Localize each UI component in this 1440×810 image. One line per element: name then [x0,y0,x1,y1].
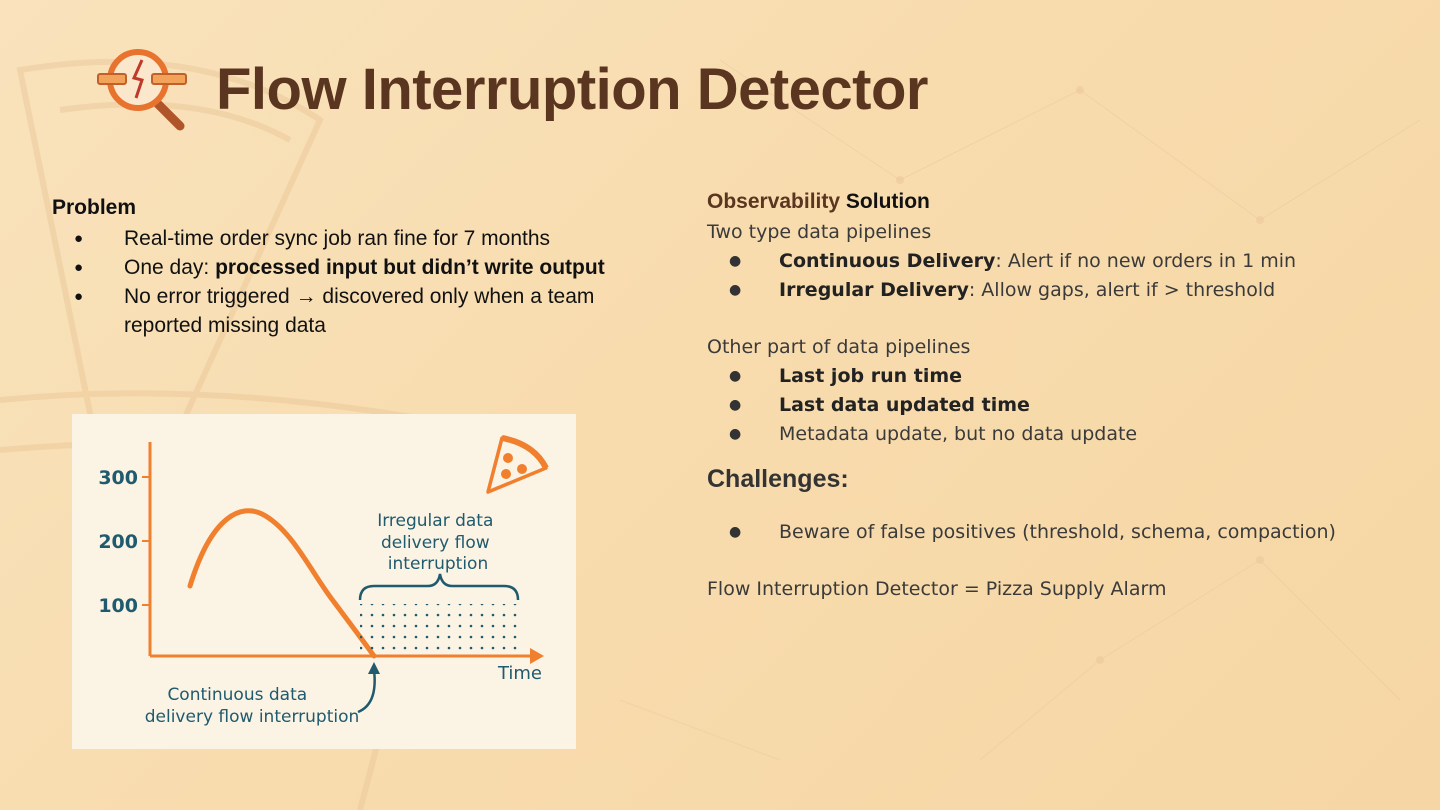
y-tick-label: 300 [98,467,138,489]
pipeline-part-text: Last data updated time [779,394,1030,416]
y-tick-label: 100 [98,595,138,617]
irregular-brace [358,573,520,601]
pizza-slice-icon [486,435,549,494]
problem-item: No error triggered → discovered only whe… [52,282,652,340]
pipeline-type-name: Continuous Delivery [779,250,996,272]
pipeline-part-item: Metadata update, but no data update [707,420,1407,449]
problem-item: Real-time order sync job ran fine for 7 … [52,224,652,253]
problem-item: One day: processed input but didn’t writ… [52,253,652,282]
problem-item-bold: processed input but didn’t write output [215,256,605,279]
continuous-label: Continuous data delivery flow interrupti… [145,685,360,727]
irregular-label-line: delivery flow [381,533,490,553]
problem-section: Problem Real-time order sync job ran fin… [52,196,652,340]
irregular-label-line: interruption [388,554,488,574]
continuous-label-line: delivery flow interruption [145,707,360,727]
pipeline-type-item: Irregular Delivery: Allow gaps, alert if… [707,276,1407,305]
pipeline-type-item: Continuous Delivery: Alert if no new ord… [707,247,1407,276]
challenge-item-text: Beware of false positives (threshold, sc… [779,521,1336,543]
pipeline-types-list: Continuous Delivery: Alert if no new ord… [707,247,1407,305]
irregular-label-line: Irregular data [377,511,493,531]
continuous-arrow [357,669,376,714]
broken-pipe-magnifier-icon [97,49,187,131]
problem-heading: Problem [52,196,137,219]
problem-item-prefix: One day: [124,256,216,279]
solution-heading: Observability Solution [707,190,1407,214]
irregular-label: Irregular data delivery flow interruptio… [377,511,499,574]
continuous-label-line: Continuous data [167,685,307,705]
flow-chart: 300 200 100 Irregular data delivery flow… [98,435,549,727]
challenge-item: Beware of false positives (threshold, sc… [707,518,1407,547]
pipeline-types-intro: Two type data pipelines [707,221,932,243]
pipeline-parts-intro: Other part of data pipelines [707,336,971,358]
pipeline-part-text: Last job run time [779,365,963,387]
pipeline-part-item: Last job run time [707,362,1407,391]
flow-chart-card: 300 200 100 Irregular data delivery flow… [72,414,576,749]
pipeline-type-desc: : Alert if no new orders in 1 min [995,250,1297,272]
x-axis-label: Time [497,663,542,684]
summary-text: Flow Interruption Detector = Pizza Suppl… [707,578,1167,600]
series-line [187,508,377,659]
x-axis-arrow [530,648,544,664]
pipeline-parts-list: Last job run time Last data updated time… [707,362,1407,449]
problem-item-text: No error triggered → discovered only whe… [124,285,595,337]
problem-list: Real-time order sync job ran fine for 7 … [52,224,652,340]
problem-item-text: Real-time order sync job ran fine for 7 … [124,227,551,250]
challenges-list: Beware of false positives (threshold, sc… [707,518,1407,547]
challenges-heading: Challenges: [707,465,849,493]
solution-section: Observability Solution Two type data pip… [707,188,1407,604]
solution-heading-part1: Observability [707,190,841,213]
pipeline-part-text: Metadata update, but no data update [779,423,1138,445]
continuous-arrow-head [368,662,380,674]
slide-title: Flow Interruption Detector [216,57,929,122]
solution-heading-part2: Solution [845,190,930,213]
irregular-gap-region [360,604,520,654]
pipeline-part-item: Last data updated time [707,391,1407,420]
y-tick-label: 200 [98,531,138,553]
pipeline-type-name: Irregular Delivery [779,279,969,301]
pipeline-type-desc: : Allow gaps, alert if > threshold [968,279,1276,301]
